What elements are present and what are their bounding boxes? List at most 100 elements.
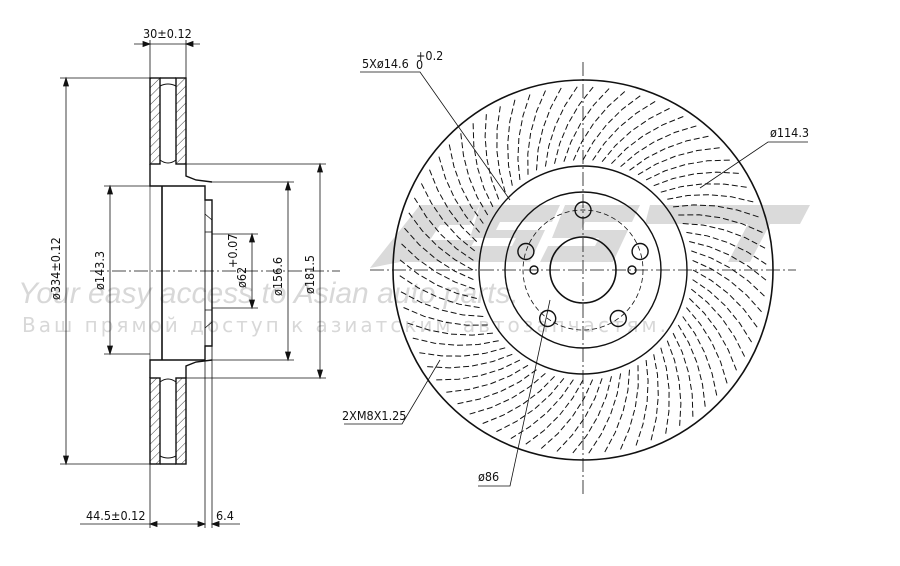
label-center-bore: ø62 xyxy=(234,267,249,288)
vane xyxy=(406,322,493,336)
label-holes-tolerance: +0.2 xyxy=(416,48,443,63)
vane xyxy=(540,379,594,450)
vane xyxy=(495,377,565,433)
upper-friction-ring xyxy=(149,77,187,165)
label-bore-tolerance: +0.07 xyxy=(225,234,240,268)
vane xyxy=(635,360,649,447)
vane xyxy=(481,375,555,425)
vane xyxy=(603,369,630,454)
vane xyxy=(407,211,474,271)
vane xyxy=(587,373,622,455)
thread-hole xyxy=(627,265,637,275)
vane xyxy=(688,298,738,372)
vane xyxy=(554,85,595,164)
vane xyxy=(468,373,546,415)
outer-edge xyxy=(392,79,774,461)
label-pcd: ø114.3 xyxy=(770,125,809,140)
hat-outline xyxy=(504,191,662,349)
watermark-line2: Ваш прямой доступ к азиатским автозапчас… xyxy=(22,313,669,337)
vane xyxy=(426,353,513,369)
vane xyxy=(536,86,563,171)
dim-height xyxy=(80,346,240,528)
vane xyxy=(689,241,768,282)
vane xyxy=(660,347,670,435)
leader-threads xyxy=(344,359,441,425)
vane xyxy=(666,340,682,427)
dim-156 xyxy=(212,180,294,362)
vane xyxy=(645,159,731,181)
vane xyxy=(637,147,721,176)
stud-hole xyxy=(631,242,649,261)
vane xyxy=(682,316,718,397)
label-threads: 2XM8X1.25 xyxy=(342,408,406,423)
watermark: Your easy access to Asian auto parts. Ва… xyxy=(18,205,810,337)
vane xyxy=(563,87,611,162)
lower-friction-ring xyxy=(149,377,187,465)
label-hat: 6.4 xyxy=(216,508,234,523)
dim-center-bore xyxy=(212,232,258,310)
vane xyxy=(413,196,474,261)
vane xyxy=(653,171,740,187)
vane xyxy=(692,269,759,329)
label-hub: ø86 xyxy=(478,469,499,484)
vane xyxy=(582,94,642,161)
vane xyxy=(400,242,475,290)
vane xyxy=(611,115,685,165)
vane xyxy=(448,143,484,224)
vane xyxy=(667,194,755,203)
inner-friction-edge xyxy=(478,165,688,375)
vane xyxy=(544,85,579,167)
vane xyxy=(484,113,500,200)
vane xyxy=(686,231,768,266)
side-section-view xyxy=(60,40,340,528)
vane xyxy=(402,306,488,326)
label-143: ø143.3 xyxy=(92,251,107,290)
vane xyxy=(399,290,484,317)
vane xyxy=(517,93,531,180)
label-thickness: 30±0.12 xyxy=(143,26,192,41)
label-holes: 5Xø14.6 xyxy=(362,56,409,71)
vane xyxy=(692,279,753,344)
stud-hole xyxy=(574,201,592,219)
vane xyxy=(571,376,612,455)
vane xyxy=(619,365,639,451)
vane xyxy=(672,332,694,418)
vane xyxy=(691,250,766,298)
hat-section xyxy=(149,164,213,378)
dim-outer-diameter xyxy=(60,76,150,466)
vane xyxy=(438,155,480,233)
dim-181 xyxy=(186,162,326,380)
vane xyxy=(555,378,603,453)
vane xyxy=(677,324,706,408)
vane xyxy=(420,182,476,252)
vane xyxy=(572,90,626,161)
label-outer-diameter: ø334±0.12 xyxy=(48,237,63,300)
vane xyxy=(411,337,499,346)
vane xyxy=(403,227,474,281)
vane xyxy=(418,347,506,357)
label-height: 44.5±0.12 xyxy=(86,508,146,523)
vane xyxy=(428,168,478,242)
front-view xyxy=(370,62,796,494)
vane xyxy=(398,258,477,299)
stud-hole xyxy=(609,309,627,328)
pcd-circle xyxy=(522,209,644,331)
vane xyxy=(592,100,657,161)
vane xyxy=(660,183,748,193)
vane xyxy=(629,135,710,171)
vane xyxy=(527,89,547,175)
label-holes-tolerance-low: 0 xyxy=(416,57,423,72)
vane xyxy=(682,223,767,250)
dim-thickness xyxy=(134,40,200,78)
watermark-line1: Your easy access to Asian auto parts. xyxy=(18,277,519,310)
vane xyxy=(690,288,746,358)
center-bore xyxy=(549,236,617,304)
vane xyxy=(496,105,506,193)
vane xyxy=(507,98,516,186)
leader-pcd xyxy=(699,141,808,189)
leader-hub xyxy=(478,299,551,487)
vane xyxy=(678,214,764,234)
dim-143 xyxy=(104,184,150,356)
